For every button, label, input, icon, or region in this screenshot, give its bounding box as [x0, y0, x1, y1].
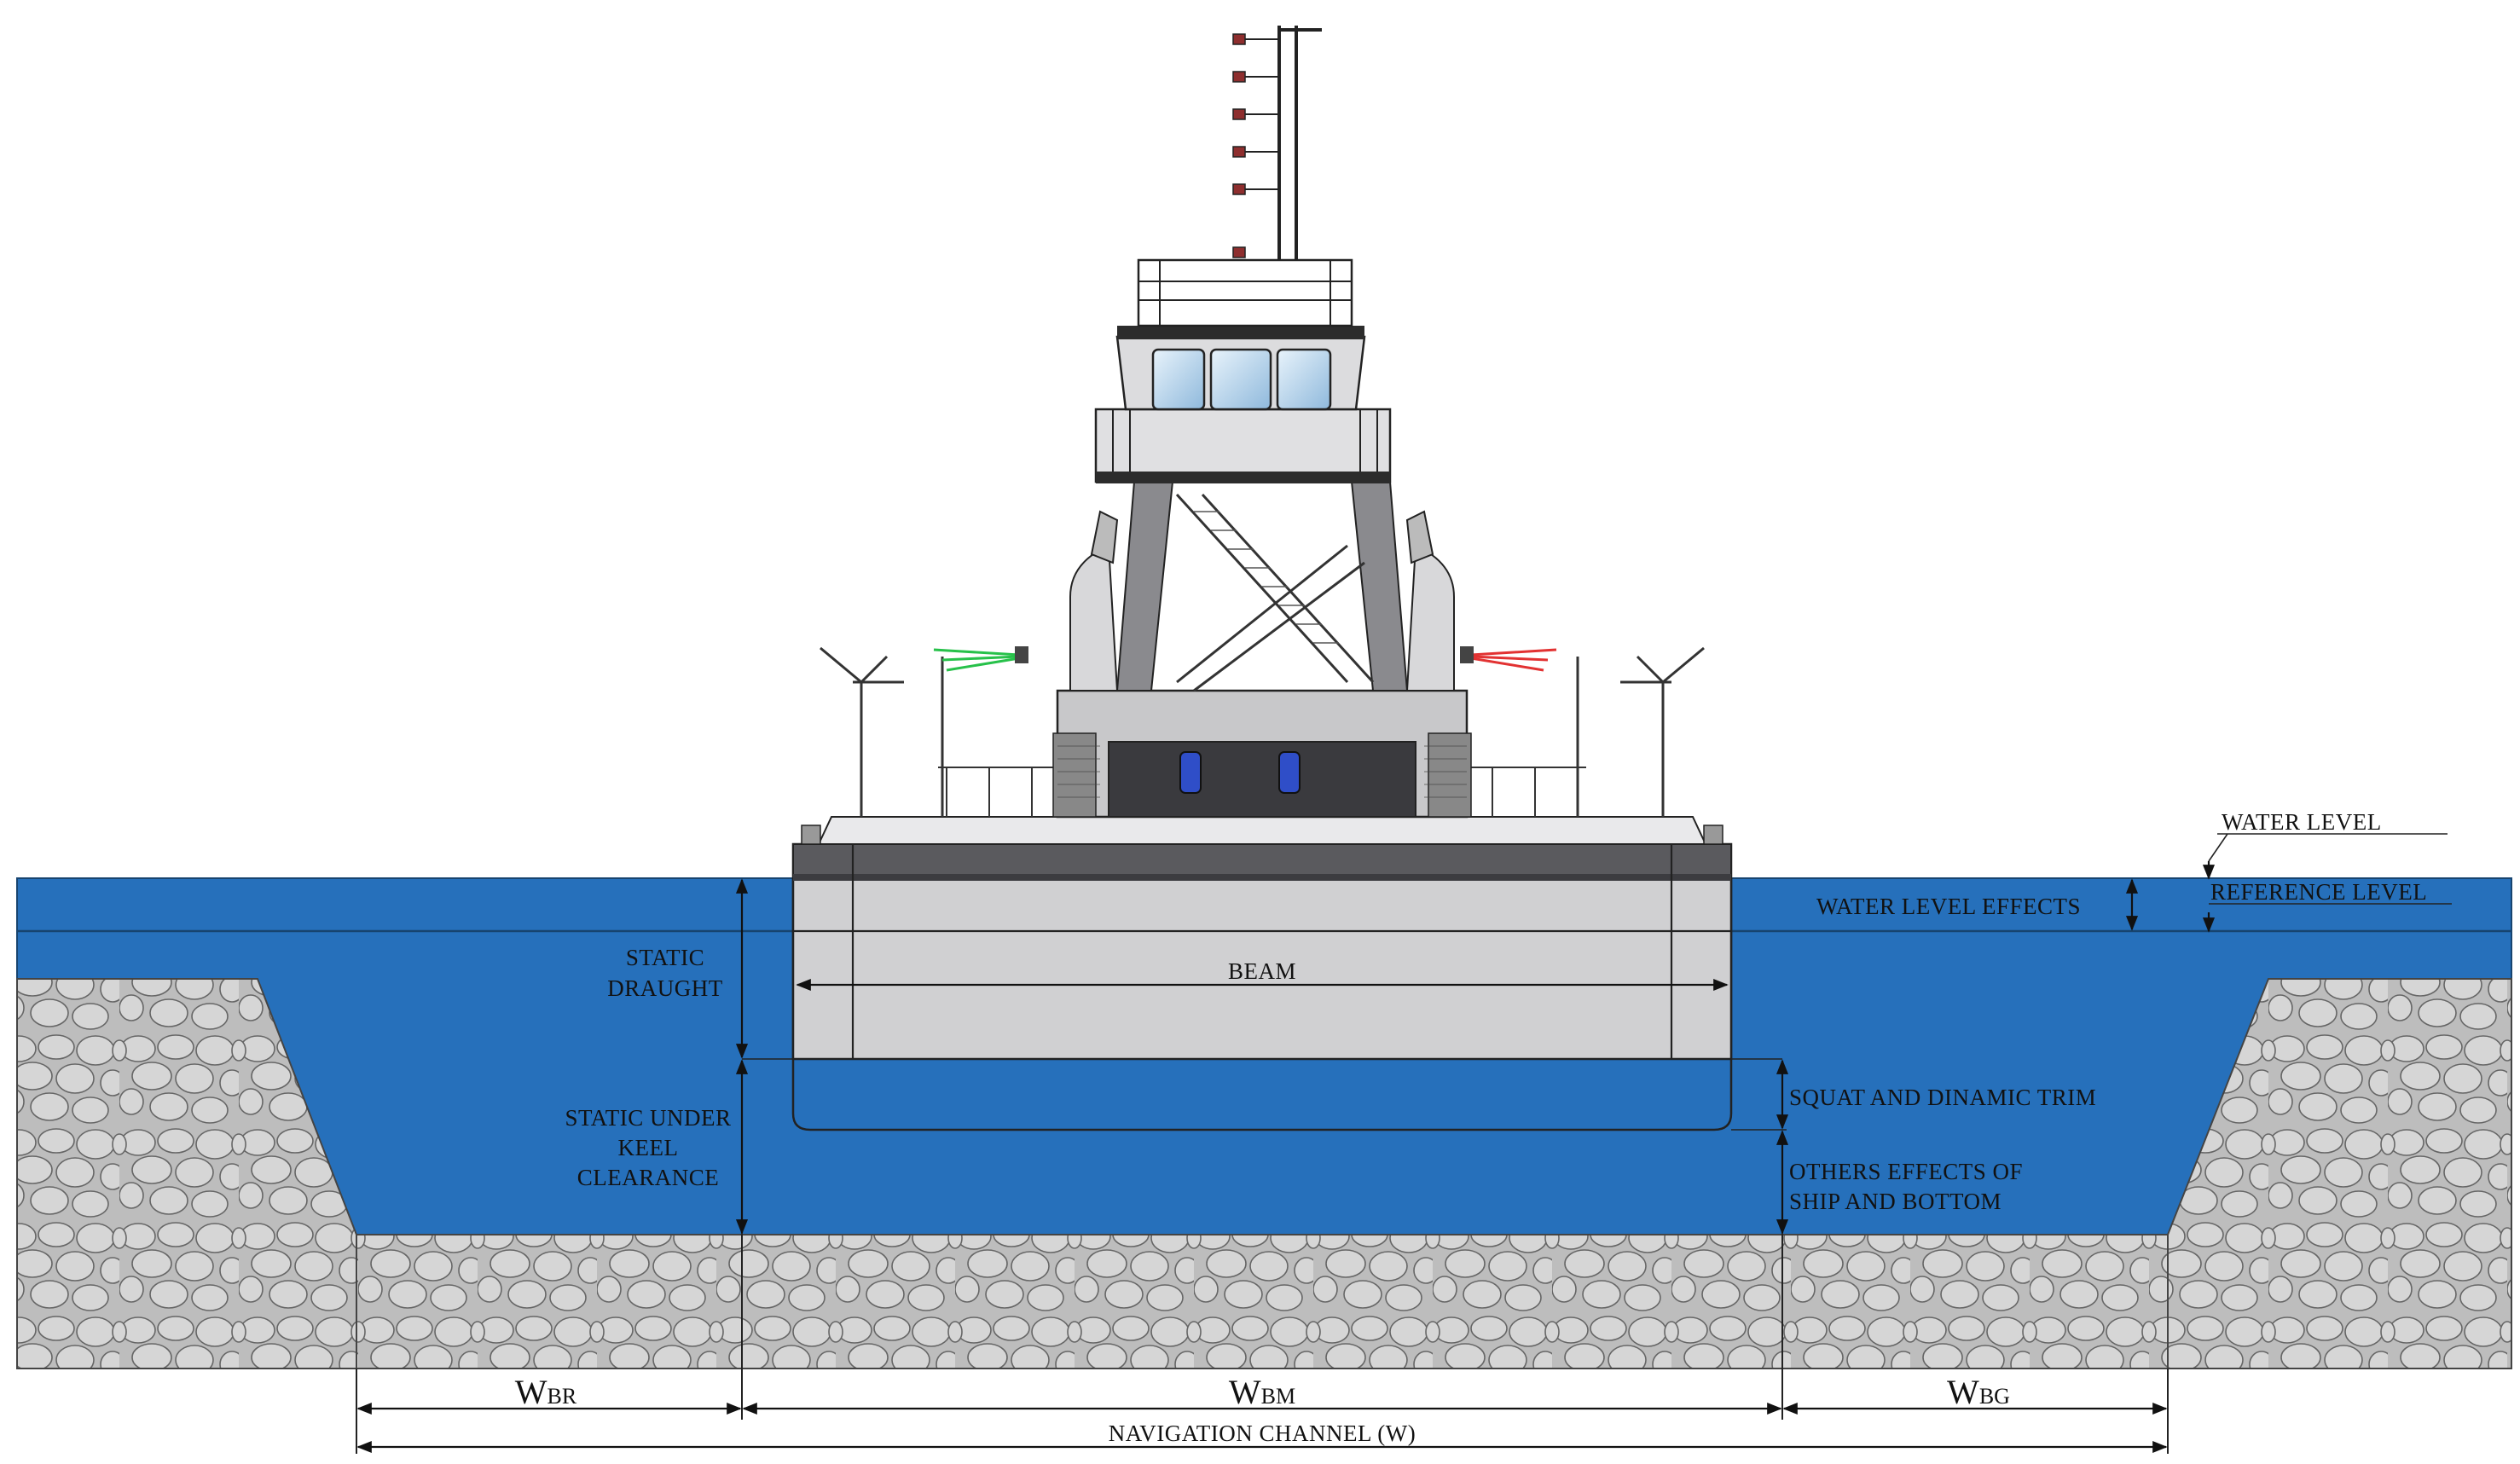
- canister-right: [1278, 751, 1301, 794]
- channel-banks: [16, 978, 2512, 1369]
- label-ukc-3: CLEARANCE: [577, 1165, 720, 1190]
- port-light-beam: [1470, 648, 1557, 672]
- label-ukc-1: STATIC UNDER: [565, 1105, 731, 1131]
- starboard-light-beam: [933, 648, 1020, 672]
- label-static-draught-2: DRAUGHT: [607, 975, 723, 1001]
- label-others-2: SHIP AND BOTTOM: [1789, 1189, 2002, 1214]
- bridge-window-center: [1209, 348, 1272, 411]
- label-ukc-2: KEEL: [618, 1135, 679, 1160]
- bridge-window-right: [1276, 348, 1332, 411]
- label-water-level-effects: WATER LEVEL EFFECTS: [1816, 894, 2081, 919]
- water-level-marker: [2202, 833, 2448, 880]
- label-reference-level: REFERENCE LEVEL: [2210, 879, 2427, 905]
- vessel: [791, 26, 1733, 1131]
- label-squat: SQUAT AND DINAMIC TRIM: [1789, 1085, 2096, 1110]
- label-beam: BEAM: [1228, 958, 1296, 984]
- reference-level-marker: [2202, 903, 2452, 933]
- label-wbg: WBG: [1947, 1373, 2010, 1411]
- channel-bed: [356, 1234, 2169, 1369]
- label-navigation-channel: NAVIGATION CHANNEL (W): [1109, 1421, 1416, 1446]
- label-wbm: WBM: [1229, 1373, 1295, 1411]
- bridge-window-left: [1151, 348, 1206, 411]
- label-wbr: WBR: [515, 1373, 577, 1411]
- squat-hull-outline: [791, 878, 1733, 1131]
- label-static-draught-1: STATIC: [626, 945, 704, 970]
- label-others-1: OTHERS EFFECTS OF: [1789, 1159, 2023, 1184]
- label-water-level: WATER LEVEL: [2222, 809, 2382, 835]
- canister-left: [1179, 751, 1202, 794]
